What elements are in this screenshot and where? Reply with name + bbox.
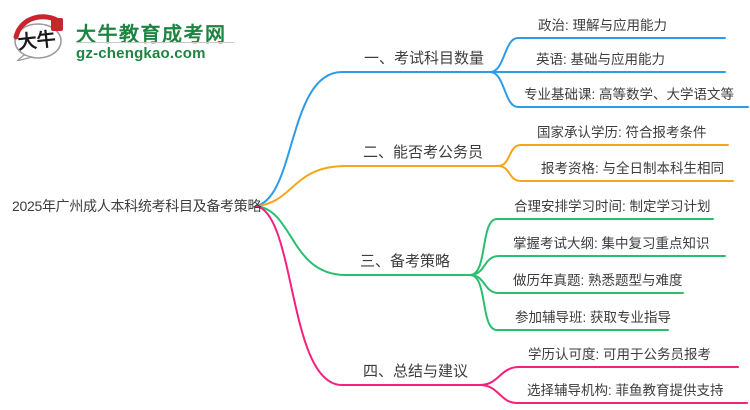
- branch-2-child-1-label: 国家承认学历: 符合报考条件: [537, 125, 707, 140]
- branch-3-label: 三、备考策略: [360, 253, 451, 270]
- branch-1-child-1-label: 政治: 理解与应用能力: [538, 18, 668, 33]
- logo-title: 大牛教育成考网: [76, 24, 227, 46]
- edge-branch-1-child-3: [489, 71, 749, 108]
- branch-3-child-2-label: 掌握考试大纲: 集中复习重点知识: [513, 236, 710, 251]
- branch-2-edge-group: [255, 144, 734, 207]
- edge-root-branch-4: [255, 205, 481, 386]
- branch-3-child-1-label: 合理安排学习时间: 制定学习计划: [514, 199, 711, 214]
- edge-branch-1-child-1: [489, 37, 726, 73]
- branch-3-edge-group: [255, 205, 726, 331]
- branch-1-edge-group: [255, 37, 749, 207]
- edge-branch-4-child-2: [479, 384, 748, 404]
- root-topic: 2025年广州成人本科统考科目及备考策略: [12, 198, 262, 214]
- logo-url: gz-chengkao.com: [76, 45, 206, 62]
- edge-branch-2-child-1: [497, 144, 729, 167]
- branch-3-child-4-label: 参加辅导班: 获取专业指导: [515, 310, 672, 325]
- logo-divider: [76, 42, 234, 43]
- edge-root-branch-2: [255, 165, 499, 207]
- edge-root-branch-1: [255, 71, 491, 207]
- branch-4-label: 四、总结与建议: [363, 363, 469, 380]
- branch-1-child-2-label: 英语: 基础与应用能力: [536, 52, 666, 67]
- edge-branch-3-child-4: [469, 274, 669, 331]
- branch-1-label: 一、考试科目数量: [364, 50, 485, 67]
- edge-branch-3-child-2: [469, 255, 726, 276]
- branch-4-child-2-label: 选择辅导机构: 菲鱼教育提供支持: [527, 383, 724, 398]
- branch-2-child-2-label: 报考资格: 与全日制本科生相同: [541, 161, 725, 176]
- logo-seal: [51, 18, 63, 31]
- branch-3-child-3-label: 做历年真题: 熟悉题型与难度: [513, 273, 683, 288]
- branch-4-child-1-label: 学历认可度: 可用于公务员报考: [528, 347, 712, 362]
- branch-2-label: 二、能否考公务员: [363, 144, 484, 161]
- edge-root-branch-3: [255, 205, 471, 276]
- logo-icon-text: 大牛: [17, 27, 57, 54]
- edge-branch-3-child-1: [469, 218, 714, 276]
- edge-branch-2-child-2: [497, 165, 734, 182]
- branch-4-edge-group: [255, 205, 748, 404]
- site-logo: 大牛 大牛教育成考网 gz-chengkao.com: [0, 0, 250, 66]
- edge-branch-4-child-1: [479, 366, 739, 386]
- branch-1-child-3-label: 专业基础课: 高等数学、大学语文等: [524, 87, 735, 102]
- logo-bubble-icon: 大牛: [13, 14, 63, 61]
